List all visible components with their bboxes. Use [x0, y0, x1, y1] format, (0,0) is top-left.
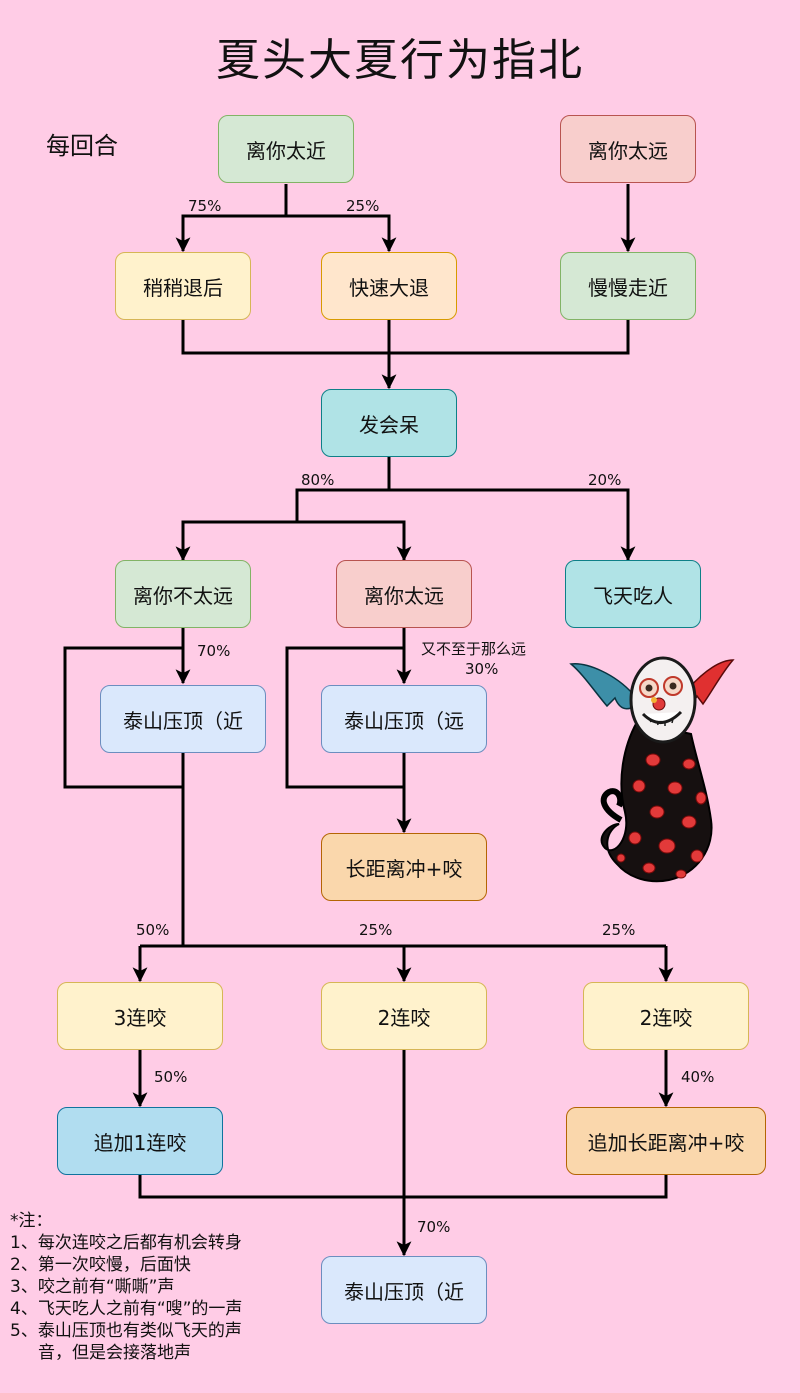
node-too-far-top: 离你太远 [560, 115, 696, 183]
edge-label-50-lower: 50% [154, 1068, 188, 1086]
node-bite3: 3连咬 [57, 982, 223, 1050]
node-fly-eat: 飞天吃人 [565, 560, 701, 628]
node-slam-near-bottom: 泰山压顶（近 [321, 1256, 487, 1324]
edge-label-70-bottom: 70% [417, 1218, 451, 1236]
notes-header: *注： [10, 1211, 53, 1231]
node-bite2-right: 2连咬 [583, 982, 749, 1050]
monster-illustration [569, 656, 735, 883]
node-step-back: 稍稍退后 [115, 252, 251, 320]
note-item: 2、第一次咬慢，后面快 [10, 1255, 191, 1275]
edge-label-not-that-far: 又不至于那么远 [421, 640, 527, 658]
edge-label-70-left: 70% [197, 642, 231, 660]
note-item: 3、咬之前有“嘶嘶”声 [10, 1277, 175, 1297]
edge-label-40: 40% [681, 1068, 715, 1086]
node-slam-near: 泰山压顶（近 [100, 685, 266, 753]
node-too-far-mid: 离你太远 [336, 560, 472, 628]
node-charge-bite: 长距离冲+咬 [321, 833, 487, 901]
node-daze: 发会呆 [321, 389, 457, 457]
note-item: 4、飞天吃人之前有“嗖”的一声 [10, 1299, 243, 1319]
note-item: 1、每次连咬之后都有机会转身 [10, 1233, 242, 1253]
node-extra-bite: 追加1连咬 [57, 1107, 223, 1175]
edge-label-75: 75% [188, 197, 222, 215]
per-round-label: 每回合 [46, 132, 118, 160]
node-fast-retreat: 快速大退 [321, 252, 457, 320]
note-item: 5、泰山压顶也有类似飞天的声 [10, 1321, 242, 1341]
node-walk-closer: 慢慢走近 [560, 252, 696, 320]
node-bite2-mid: 2连咬 [321, 982, 487, 1050]
node-too-close: 离你太近 [218, 115, 354, 183]
node-not-far: 离你不太远 [115, 560, 251, 628]
edge-label-80: 80% [301, 471, 335, 489]
edge-label-25-top: 25% [346, 197, 380, 215]
page-title: 夏头大夏行为指北 [216, 35, 584, 86]
note-item: 音，但是会接落地声 [38, 1343, 191, 1363]
edge-label-25-right: 25% [602, 921, 636, 939]
node-extra-charge: 追加长距离冲+咬 [566, 1107, 766, 1175]
notes-block: *注： 1、每次连咬之后都有机会转身 2、第一次咬慢，后面快 3、咬之前有“嘶嘶… [10, 1210, 242, 1364]
edge-label-25-mid: 25% [359, 921, 393, 939]
edge-label-20: 20% [588, 471, 622, 489]
node-slam-far: 泰山压顶（远 [321, 685, 487, 753]
edge-label-50-left: 50% [136, 921, 170, 939]
edge-label-30: 30% [465, 660, 499, 678]
